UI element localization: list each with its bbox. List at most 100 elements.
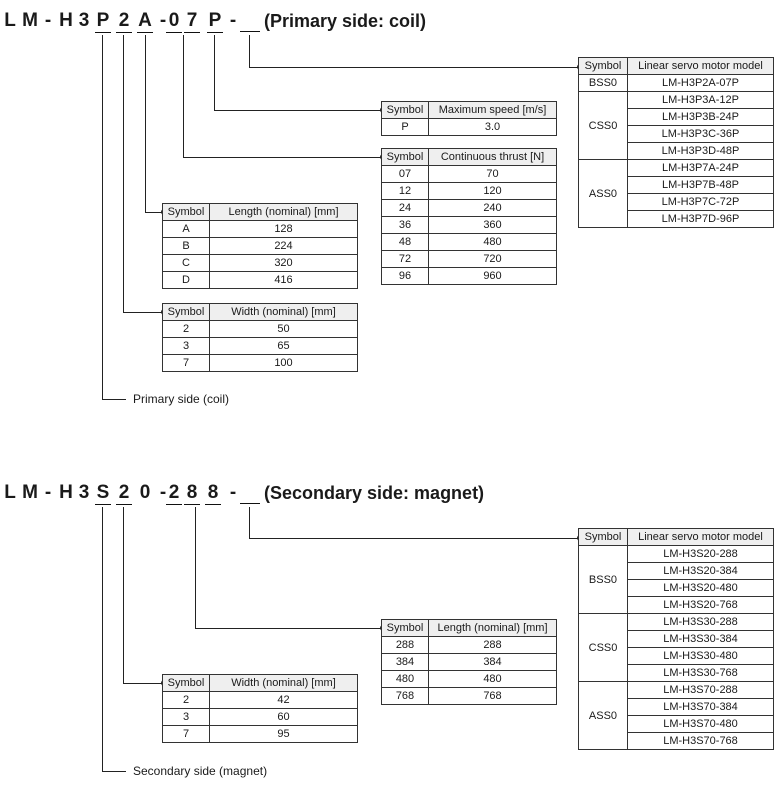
table-header-row: Symbol Continuous thrust [N] bbox=[381, 148, 557, 166]
model-cell: LM-H3P3D-48P bbox=[627, 142, 774, 160]
value-cell: 960 bbox=[428, 267, 557, 285]
code-char: - bbox=[229, 482, 237, 503]
value-cell: 70 bbox=[428, 165, 557, 183]
symbol-cell: 7 bbox=[162, 725, 210, 743]
value-cell: 65 bbox=[209, 337, 358, 355]
symbol-cell: 72 bbox=[381, 250, 429, 268]
value-cell: 288 bbox=[428, 636, 557, 654]
value-cell: 416 bbox=[209, 271, 358, 289]
symbol-cell: 384 bbox=[381, 653, 429, 671]
code-char: - bbox=[229, 10, 237, 31]
code-char: 3 bbox=[78, 482, 90, 503]
header-cell: Symbol bbox=[381, 101, 429, 119]
symbol-cell: CSS0 bbox=[578, 91, 628, 160]
model-cell: LM-H3P7A-24P bbox=[627, 159, 774, 177]
symbol-cell: 7 bbox=[162, 354, 210, 372]
model-cell: LM-H3S20-480 bbox=[627, 579, 774, 597]
header-cell: Symbol bbox=[578, 528, 628, 546]
header-cell: Width (nominal) [mm] bbox=[209, 303, 358, 321]
table-row: LM-H3P7B-48P bbox=[579, 176, 774, 194]
secondary-model-table: Symbol Linear servo motor model BSS0 LM-… bbox=[578, 528, 774, 750]
code-char: 0 bbox=[139, 482, 151, 503]
leader-speed-v bbox=[214, 35, 215, 110]
leader-speed-h bbox=[214, 110, 384, 111]
symbol-cell: 48 bbox=[381, 233, 429, 251]
leader-caption-v bbox=[102, 507, 103, 771]
value-cell: 720 bbox=[428, 250, 557, 268]
primary-speed-table: Symbol Maximum speed [m/s] P 3.0 bbox=[381, 101, 557, 136]
symbol-cell: 480 bbox=[381, 670, 429, 688]
symbol-cell: 3 bbox=[162, 337, 210, 355]
code-char-length: 8 bbox=[184, 480, 200, 505]
leader-caption-h bbox=[102, 399, 126, 400]
leader-length-h bbox=[195, 628, 384, 629]
model-cell: LM-H3P7C-72P bbox=[627, 193, 774, 211]
symbol-cell: BSS0 bbox=[578, 74, 628, 92]
model-cell: LM-H3S20-288 bbox=[627, 545, 774, 563]
leader-length-h bbox=[145, 212, 165, 213]
leader-caption-h bbox=[102, 771, 126, 772]
code-char-width-digit: 2 bbox=[116, 8, 132, 33]
leader-width-v bbox=[123, 507, 124, 683]
header-cell: Length (nominal) [mm] bbox=[428, 619, 557, 637]
value-cell: 128 bbox=[209, 220, 358, 238]
model-cell: LM-H3S70-384 bbox=[627, 698, 774, 716]
table-row: ASS0 LM-H3S70-288 bbox=[578, 681, 774, 750]
symbol-cell: 2 bbox=[162, 691, 210, 709]
primary-model-table: Symbol Linear servo motor model BSS0 LM-… bbox=[578, 57, 774, 228]
model-cell: LM-H3S30-768 bbox=[627, 664, 774, 682]
code-char: M bbox=[22, 10, 38, 31]
primary-heading: (Primary side: coil) bbox=[264, 11, 427, 31]
code-char-width: S bbox=[95, 482, 111, 505]
secondary-caption: Secondary side (magnet) bbox=[133, 764, 268, 778]
table-row: CSS0 LM-H3S30-288 bbox=[578, 613, 774, 682]
header-cell: Linear servo motor model bbox=[627, 57, 774, 75]
leader-thrust-v bbox=[183, 35, 184, 157]
model-cell: LM-H3P3C-36P bbox=[627, 125, 774, 143]
value-cell: 3.0 bbox=[428, 118, 557, 136]
table-row: P 3.0 bbox=[381, 118, 557, 136]
leader-model-h bbox=[249, 538, 581, 539]
symbol-cell: 36 bbox=[381, 216, 429, 234]
table-header-row: Symbol Linear servo motor model bbox=[578, 528, 774, 546]
symbol-cell: C bbox=[162, 254, 210, 272]
table-header-row: Symbol Width (nominal) [mm] bbox=[162, 674, 358, 692]
header-cell: Continuous thrust [N] bbox=[428, 148, 557, 166]
value-cell: 224 bbox=[209, 237, 358, 255]
table-header-row: Symbol Maximum speed [m/s] bbox=[381, 101, 557, 119]
code-char: L bbox=[4, 482, 16, 503]
table-header-row: Symbol Length (nominal) [mm] bbox=[381, 619, 557, 637]
secondary-heading: (Secondary side: magnet) bbox=[264, 483, 485, 503]
value-cell: 240 bbox=[428, 199, 557, 217]
model-cell: LM-H3S20-768 bbox=[627, 596, 774, 614]
header-cell: Symbol bbox=[381, 619, 429, 637]
leader-model-h bbox=[249, 67, 581, 68]
table-row: LM-H3P3B-24P bbox=[579, 108, 774, 126]
code-char-length: A bbox=[137, 10, 153, 33]
value-cell: 768 bbox=[428, 687, 557, 705]
table-row: LM-H3S70-768 bbox=[579, 732, 774, 750]
code-char-thrust: 0 bbox=[166, 8, 182, 33]
value-cell: 480 bbox=[428, 233, 557, 251]
code-char-speed: P bbox=[207, 10, 223, 33]
value-cell: 60 bbox=[209, 708, 358, 726]
code-char-thrust: 7 bbox=[184, 8, 200, 33]
header-cell: Symbol bbox=[162, 674, 210, 692]
table-header-row: Symbol Width (nominal) [mm] bbox=[162, 303, 358, 321]
table-header-row: Symbol Linear servo motor model bbox=[578, 57, 774, 75]
table-row: ASS0 LM-H3P7A-24P bbox=[578, 159, 774, 228]
symbol-cell: P bbox=[381, 118, 429, 136]
table-row: LM-H3S30-480 bbox=[579, 647, 774, 665]
value-cell: 480 bbox=[428, 670, 557, 688]
symbol-cell: 24 bbox=[381, 199, 429, 217]
